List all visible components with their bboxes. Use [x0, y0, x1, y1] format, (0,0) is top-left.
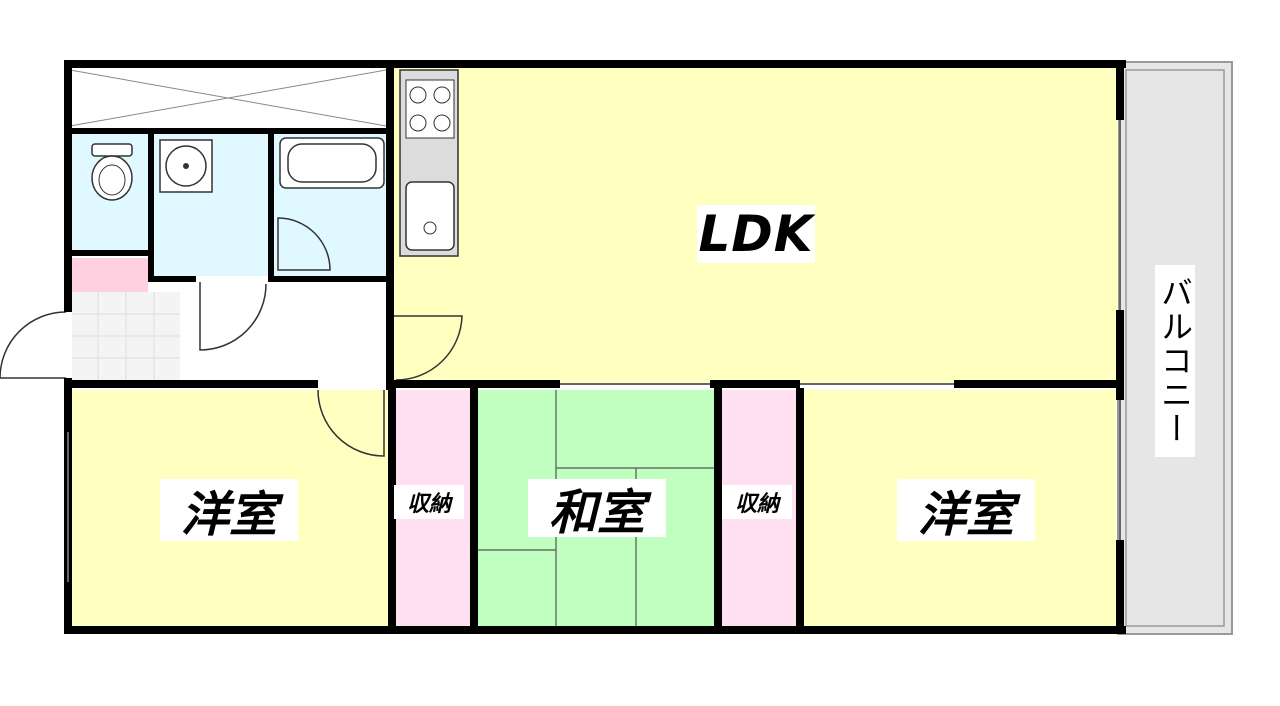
balcony-label: バルコニー — [1155, 265, 1195, 457]
sink-icon — [159, 139, 213, 193]
ldk-label: LDK — [697, 205, 815, 263]
shoe-box — [72, 258, 148, 292]
entrance-grid — [72, 292, 180, 380]
western-room-right-label: 洋室 — [897, 479, 1035, 543]
stove-icon — [409, 86, 451, 132]
kitchen-counter — [399, 69, 459, 257]
front-door-swing — [0, 311, 67, 379]
sink-basin-icon — [405, 181, 455, 251]
toilet-icon — [91, 143, 133, 201]
west-left-door-swing — [317, 389, 385, 457]
bath-door-swing — [277, 217, 331, 271]
windows — [67, 120, 1121, 582]
bathtub-icon — [279, 137, 385, 189]
storage-right-label: 収納 — [722, 485, 792, 519]
closet-cross-2 — [69, 69, 387, 127]
western-room-left-label: 洋室 — [160, 479, 298, 543]
balcony-inner-line — [1125, 69, 1225, 627]
ldk-door-swing — [394, 315, 463, 381]
wash-door-swing — [199, 282, 267, 351]
hallway — [180, 284, 388, 380]
japanese-room-label: 和室 — [528, 479, 666, 541]
storage-left-label: 収納 — [394, 485, 464, 519]
walls — [64, 60, 1126, 634]
